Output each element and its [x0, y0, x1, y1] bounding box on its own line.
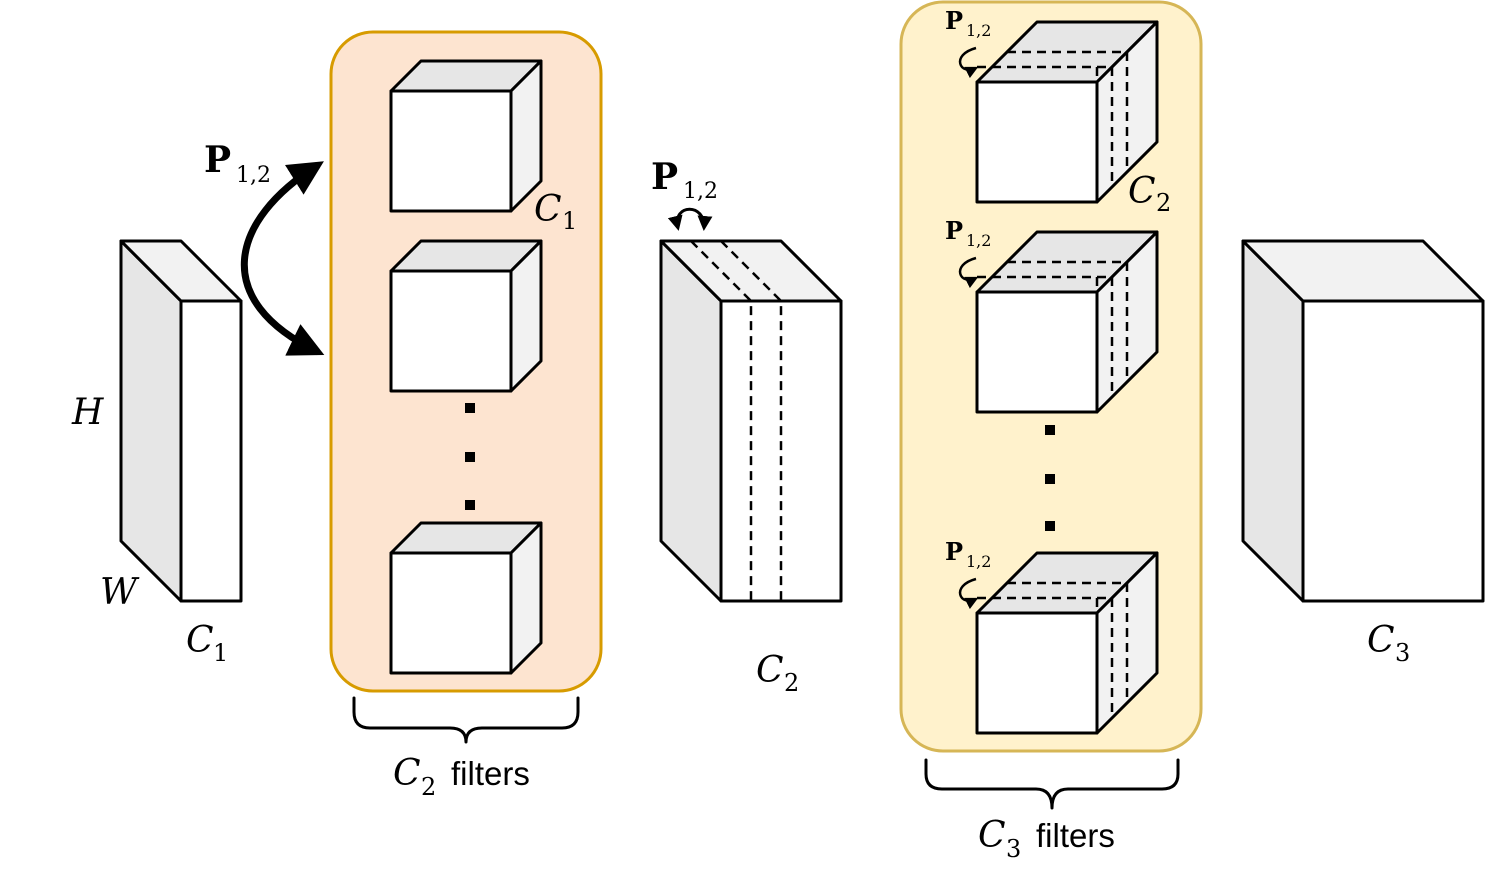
conv-filters-ellipsis-dots: [465, 403, 475, 510]
svg-text:P: P: [651, 156, 678, 198]
svg-text:1,2: 1,2: [966, 231, 991, 250]
svg-text:1,2: 1,2: [966, 21, 991, 40]
input-tensor-front-face: [179, 299, 243, 603]
svg-text:P: P: [204, 139, 231, 181]
pw-filter-cube: P 1,2: [945, 6, 1159, 204]
svg-text:C: C: [978, 815, 1006, 856]
pw-filter-channel-label: C 2: [1128, 171, 1171, 217]
conv-filter-cube: [389, 59, 543, 213]
output-tensor-left-face: [1241, 239, 1305, 603]
svg-text:P: P: [945, 216, 963, 245]
svg-text:1,2: 1,2: [236, 163, 271, 188]
svg-text:3: 3: [1006, 835, 1021, 863]
svg-text:filters: filters: [451, 755, 530, 792]
swap-arrow-icon: [958, 46, 979, 79]
conv-filter-cube: [389, 521, 543, 675]
conv-filter-group: C 1 C 2 filters: [329, 30, 603, 801]
svg-text:C: C: [186, 620, 214, 661]
input-tensor: H W C 1: [71, 239, 243, 667]
width-label: W: [100, 572, 140, 613]
svg-text:C: C: [756, 650, 784, 691]
height-label: H: [71, 392, 104, 433]
output-tensor: C 3: [1241, 239, 1485, 667]
swap-arrow-icon: [958, 256, 979, 289]
swap-arrow-icon: [667, 207, 713, 231]
conv-filters-brace: [352, 696, 580, 744]
svg-text:2: 2: [421, 773, 436, 801]
svg-text:C: C: [1367, 620, 1395, 661]
permutation-arrow: P 1,2: [204, 139, 325, 356]
conv-filter-cube: [389, 239, 543, 393]
conv-filter-channel-label: C 1: [534, 189, 577, 235]
pw-filter-cube: P 1,2: [945, 216, 1159, 414]
middle-tensor: P 1,2 C 2: [651, 156, 843, 697]
pw-filter-group: P 1,2 P 1,2: [899, 0, 1203, 863]
svg-text:1: 1: [562, 207, 577, 235]
pw-filters-ellipsis-dots: [1045, 425, 1055, 531]
svg-text:C: C: [534, 189, 562, 230]
input-tensor-left-face: [119, 239, 183, 603]
svg-text:3: 3: [1395, 639, 1410, 667]
double-headed-curved-arrow-icon: [241, 161, 325, 356]
swap-arrow-icon: [958, 577, 979, 610]
output-tensor-front-face: [1301, 299, 1485, 603]
svg-text:1,2: 1,2: [966, 552, 991, 571]
permutation-label-middle: P 1,2: [651, 156, 718, 204]
middle-tensor-front-face: [719, 299, 843, 603]
svg-text:2: 2: [1156, 189, 1171, 217]
pw-filters-label: C 3 filters: [978, 815, 1115, 863]
output-channel-label: C 3: [1367, 620, 1410, 667]
svg-text:C: C: [1128, 171, 1156, 212]
svg-text:2: 2: [784, 669, 799, 697]
permutation-label-main: P 1,2: [204, 139, 271, 188]
middle-tensor-left-face: [659, 239, 723, 603]
svg-text:C: C: [393, 753, 421, 794]
middle-channel-label: C 2: [756, 650, 799, 697]
input-channel-label: C 1: [186, 620, 228, 667]
svg-text:1: 1: [213, 639, 228, 667]
pw-filter-cube: P 1,2: [945, 537, 1159, 735]
svg-text:filters: filters: [1036, 817, 1115, 854]
svg-text:1,2: 1,2: [683, 179, 718, 204]
svg-text:P: P: [945, 6, 963, 35]
conv-filters-label: C 2 filters: [393, 753, 530, 801]
pw-filters-brace: [924, 758, 1180, 810]
svg-text:P: P: [945, 537, 963, 566]
